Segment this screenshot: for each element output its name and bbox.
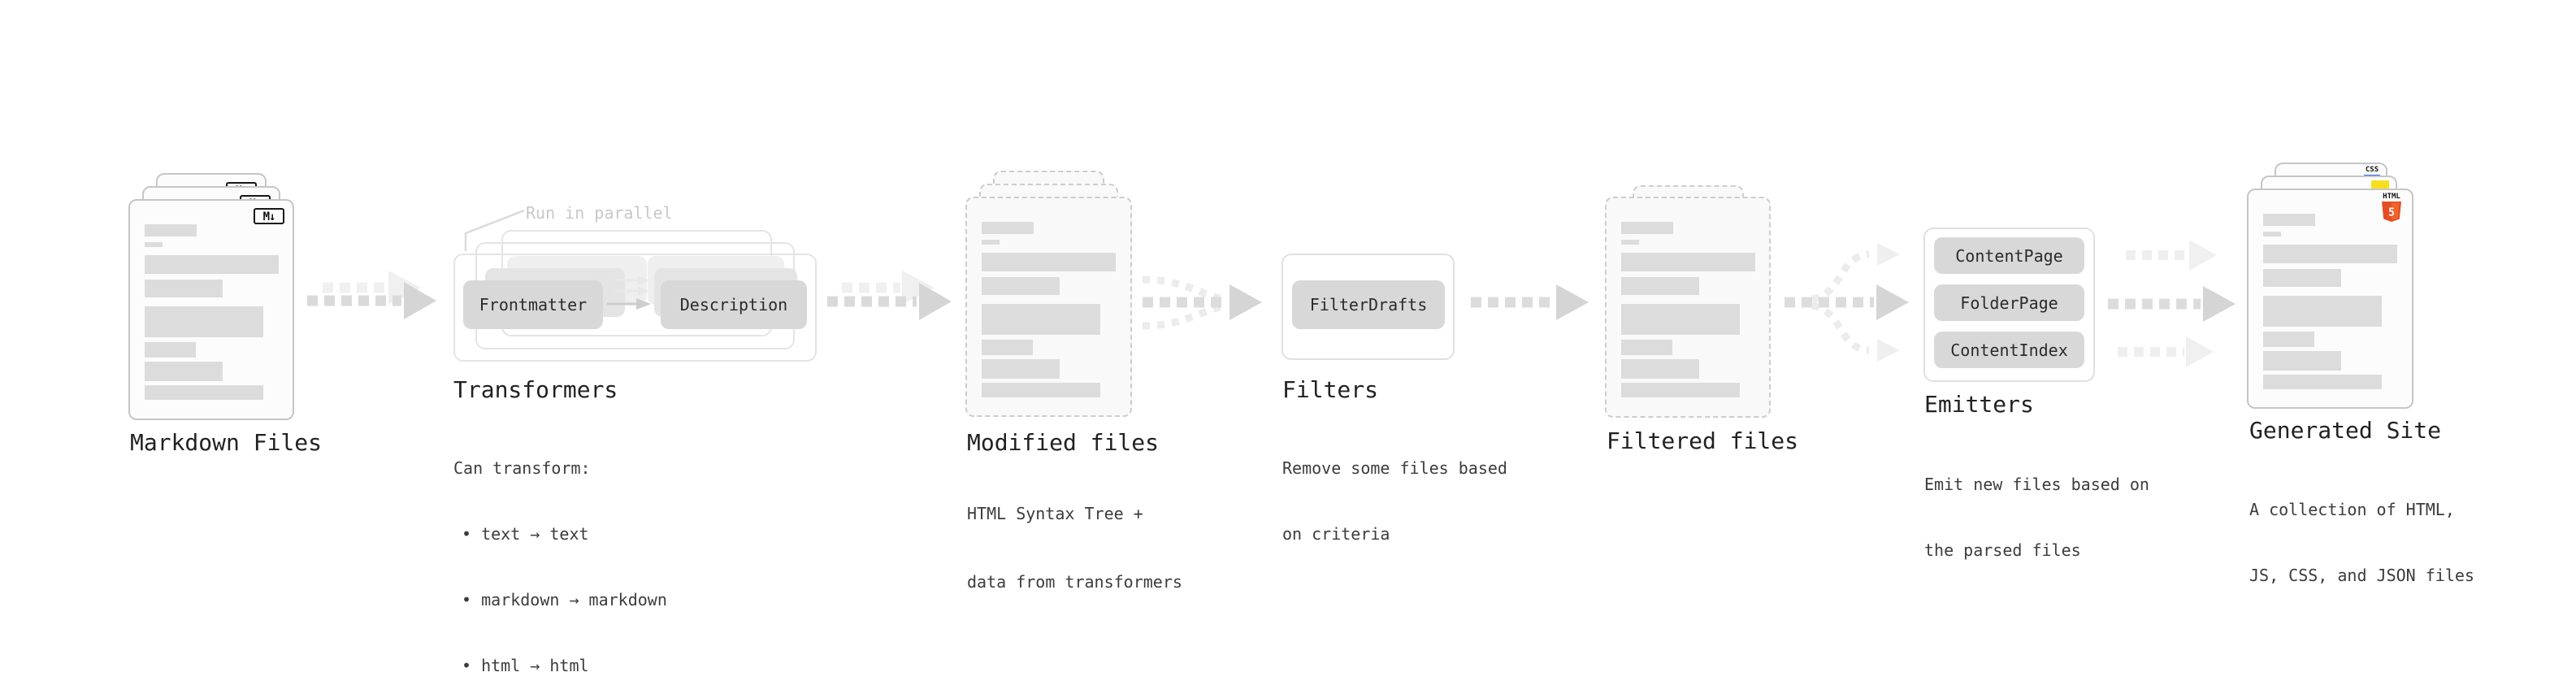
stage-label-markdown-files: Markdown Files [130,429,323,456]
text-line-placeholder [982,304,1100,335]
transformers-description: Can transform: • text → text • markdown … [453,414,667,681]
folderpage-pill: FolderPage [1934,284,2084,321]
markdown-doc-front: M↓ [128,199,294,420]
stage-label-transformers: Transformers [453,376,618,403]
description-line: JS, CSS, and JSON files [2249,566,2474,585]
run-in-parallel-annotation: Run in parallel [526,203,673,223]
text-line-placeholder [982,277,1060,295]
filterdrafts-pill: FilterDrafts [1292,280,1445,329]
arrow-modified-to-filters-converge [1142,275,1262,330]
arrow-filters-to-filtered [1471,284,1589,320]
text-line-placeholder [2263,245,2397,263]
transformer-card-front [453,254,817,362]
text-line-placeholder [1621,359,1699,379]
filtered-doc-front [1605,197,1771,418]
html5-shield-icon: 5 [2382,202,2401,222]
description-line: data from transformers [967,572,1182,592]
description-line: Remove some files based [1282,458,1507,478]
description-line: Can transform: [453,458,591,478]
description-line: • markdown → markdown [462,590,667,609]
description-pill: Description [661,280,807,329]
arrows-emitters-to-site [2108,240,2236,367]
modified-files-description: HTML Syntax Tree + data from transformer… [967,457,1182,639]
description-line: HTML Syntax Tree + [967,504,1143,523]
text-line-placeholder [1621,240,1639,245]
frontmatter-pill: Frontmatter [463,280,603,329]
arrow-transformers-to-modified [827,271,952,320]
text-line-placeholder [2263,332,2314,347]
arrow-markdown-to-transformers [307,271,436,319]
text-line-placeholder [1621,277,1699,295]
description-line: • text → text [462,524,589,544]
description-line: the parsed files [1924,540,2081,560]
emitters-description: Emit new files based on the parsed files [1924,430,2149,605]
stage-label-generated-site: Generated Site [2249,417,2442,444]
text-line-placeholder [1621,222,1673,234]
text-line-placeholder [145,255,279,274]
text-line-placeholder [982,222,1034,234]
filters-description: Remove some files based on criteria [1282,414,1507,589]
text-line-placeholder [145,342,196,358]
description-line: Emit new files based on [1924,475,2149,494]
stage-label-emitters: Emitters [1924,391,2034,418]
text-line-placeholder [982,340,1033,355]
text-line-placeholder [145,362,223,381]
stage-label-filtered-files: Filtered files [1607,427,1799,454]
text-line-placeholder [2263,375,2382,389]
contentpage-pill: ContentPage [1934,237,2084,274]
markdown-icon: M↓ [254,208,284,224]
stage-label-filters: Filters [1282,376,1379,403]
text-line-placeholder [982,359,1060,379]
modified-doc-front [965,197,1132,417]
text-line-placeholder [1621,253,1755,271]
text-line-placeholder [2263,351,2341,371]
svg-text:5: 5 [2388,207,2395,219]
text-line-placeholder [982,240,1000,245]
text-line-placeholder [2263,269,2341,287]
text-line-placeholder [1621,383,1740,397]
contentindex-pill: ContentIndex [1934,332,2084,368]
text-line-placeholder [145,306,263,337]
html-doc-front: HTML 5 [2247,189,2413,409]
text-line-placeholder [145,385,263,400]
text-line-placeholder [145,280,223,297]
text-line-placeholder [145,242,163,247]
html5-icon: HTML 5 [2380,193,2403,226]
text-line-placeholder [2263,232,2281,236]
stage-label-modified-files: Modified files [967,429,1160,456]
generated-site-description: A collection of HTML, JS, CSS, and JSON … [2249,455,2474,631]
description-line: • html → html [462,656,589,675]
text-line-placeholder [982,383,1100,397]
description-line: on criteria [1282,524,1390,544]
arrow-filtered-to-emitters-diverge [1785,243,1909,362]
text-line-placeholder [1621,340,1672,355]
text-line-placeholder [145,224,197,236]
description-line: A collection of HTML, [2249,500,2455,519]
text-line-placeholder [982,253,1116,271]
text-line-placeholder [1621,304,1740,335]
text-line-placeholder [2263,296,2382,327]
text-line-placeholder [2263,214,2315,226]
